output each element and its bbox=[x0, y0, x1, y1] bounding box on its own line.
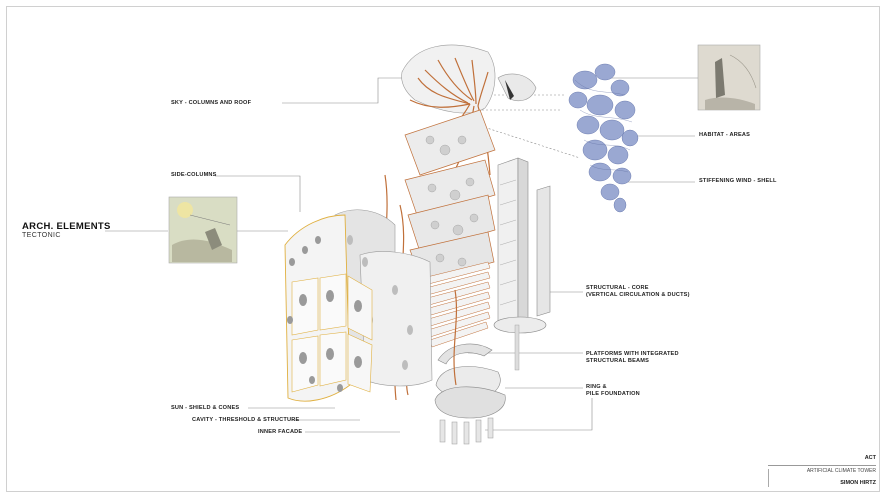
label-sun-shield: SUN - SHIELD & CONES bbox=[171, 405, 240, 411]
label-inner-facade: INNER FACADE bbox=[258, 429, 303, 435]
title-block-rule bbox=[768, 465, 876, 466]
habitat-wind-shell bbox=[574, 79, 633, 173]
label-cavity: CAVITY - THRESHOLD & STRUCTURE bbox=[192, 417, 300, 423]
title-block-author: SIMON HIRTZ bbox=[840, 480, 876, 486]
leader-side-columns bbox=[215, 175, 301, 212]
foundation-piles bbox=[439, 417, 494, 445]
label-structural-core: STRUCTURAL - CORE bbox=[586, 285, 649, 291]
label-platforms: PLATFORMS WITH INTEGRATED bbox=[586, 351, 679, 357]
habitat-areas-cluster bbox=[568, 63, 639, 213]
title-block-logo bbox=[768, 469, 793, 487]
label-stiffening-wind-shell: STIFFENING WIND - SHELL bbox=[699, 178, 777, 184]
sky-roof-shell bbox=[401, 44, 537, 114]
title-block: ACT ARTIFICIAL CLIMATE TOWER SIMON HIRTZ bbox=[758, 455, 878, 491]
label-habitat-areas: HABITAT - AREAS bbox=[699, 132, 751, 138]
habitat-pods bbox=[425, 135, 479, 267]
structural-core bbox=[493, 157, 551, 371]
core-floor-lines bbox=[499, 179, 517, 306]
label-ring: RING & bbox=[586, 384, 607, 390]
sheet-subtitle: TECTONIC bbox=[22, 232, 61, 239]
sheet-title: ARCH. ELEMENTS bbox=[22, 221, 111, 232]
label-platforms-detail: STRUCTURAL BEAMS bbox=[586, 358, 650, 364]
label-pile-foundation: PILE FOUNDATION bbox=[586, 391, 640, 397]
habitat-slab-stack bbox=[404, 109, 496, 283]
label-side-columns: SIDE-COLUMNS bbox=[171, 172, 217, 178]
label-sky-columns-roof: SKY - COLUMNS AND ROOF bbox=[171, 100, 252, 106]
leader-piles bbox=[485, 398, 593, 431]
sheet-frame bbox=[6, 6, 880, 492]
inset-illustration-left bbox=[168, 196, 238, 264]
ring-foundation bbox=[434, 343, 506, 419]
sun-shield-cones bbox=[287, 236, 362, 392]
label-structural-core-detail: (VERTICAL CIRCULATION & DUCTS) bbox=[586, 292, 690, 298]
title-block-act: ACT bbox=[864, 455, 876, 461]
inset-illustration-right bbox=[697, 44, 761, 111]
title-block-project: ARTIFICIAL CLIMATE TOWER bbox=[806, 468, 876, 474]
